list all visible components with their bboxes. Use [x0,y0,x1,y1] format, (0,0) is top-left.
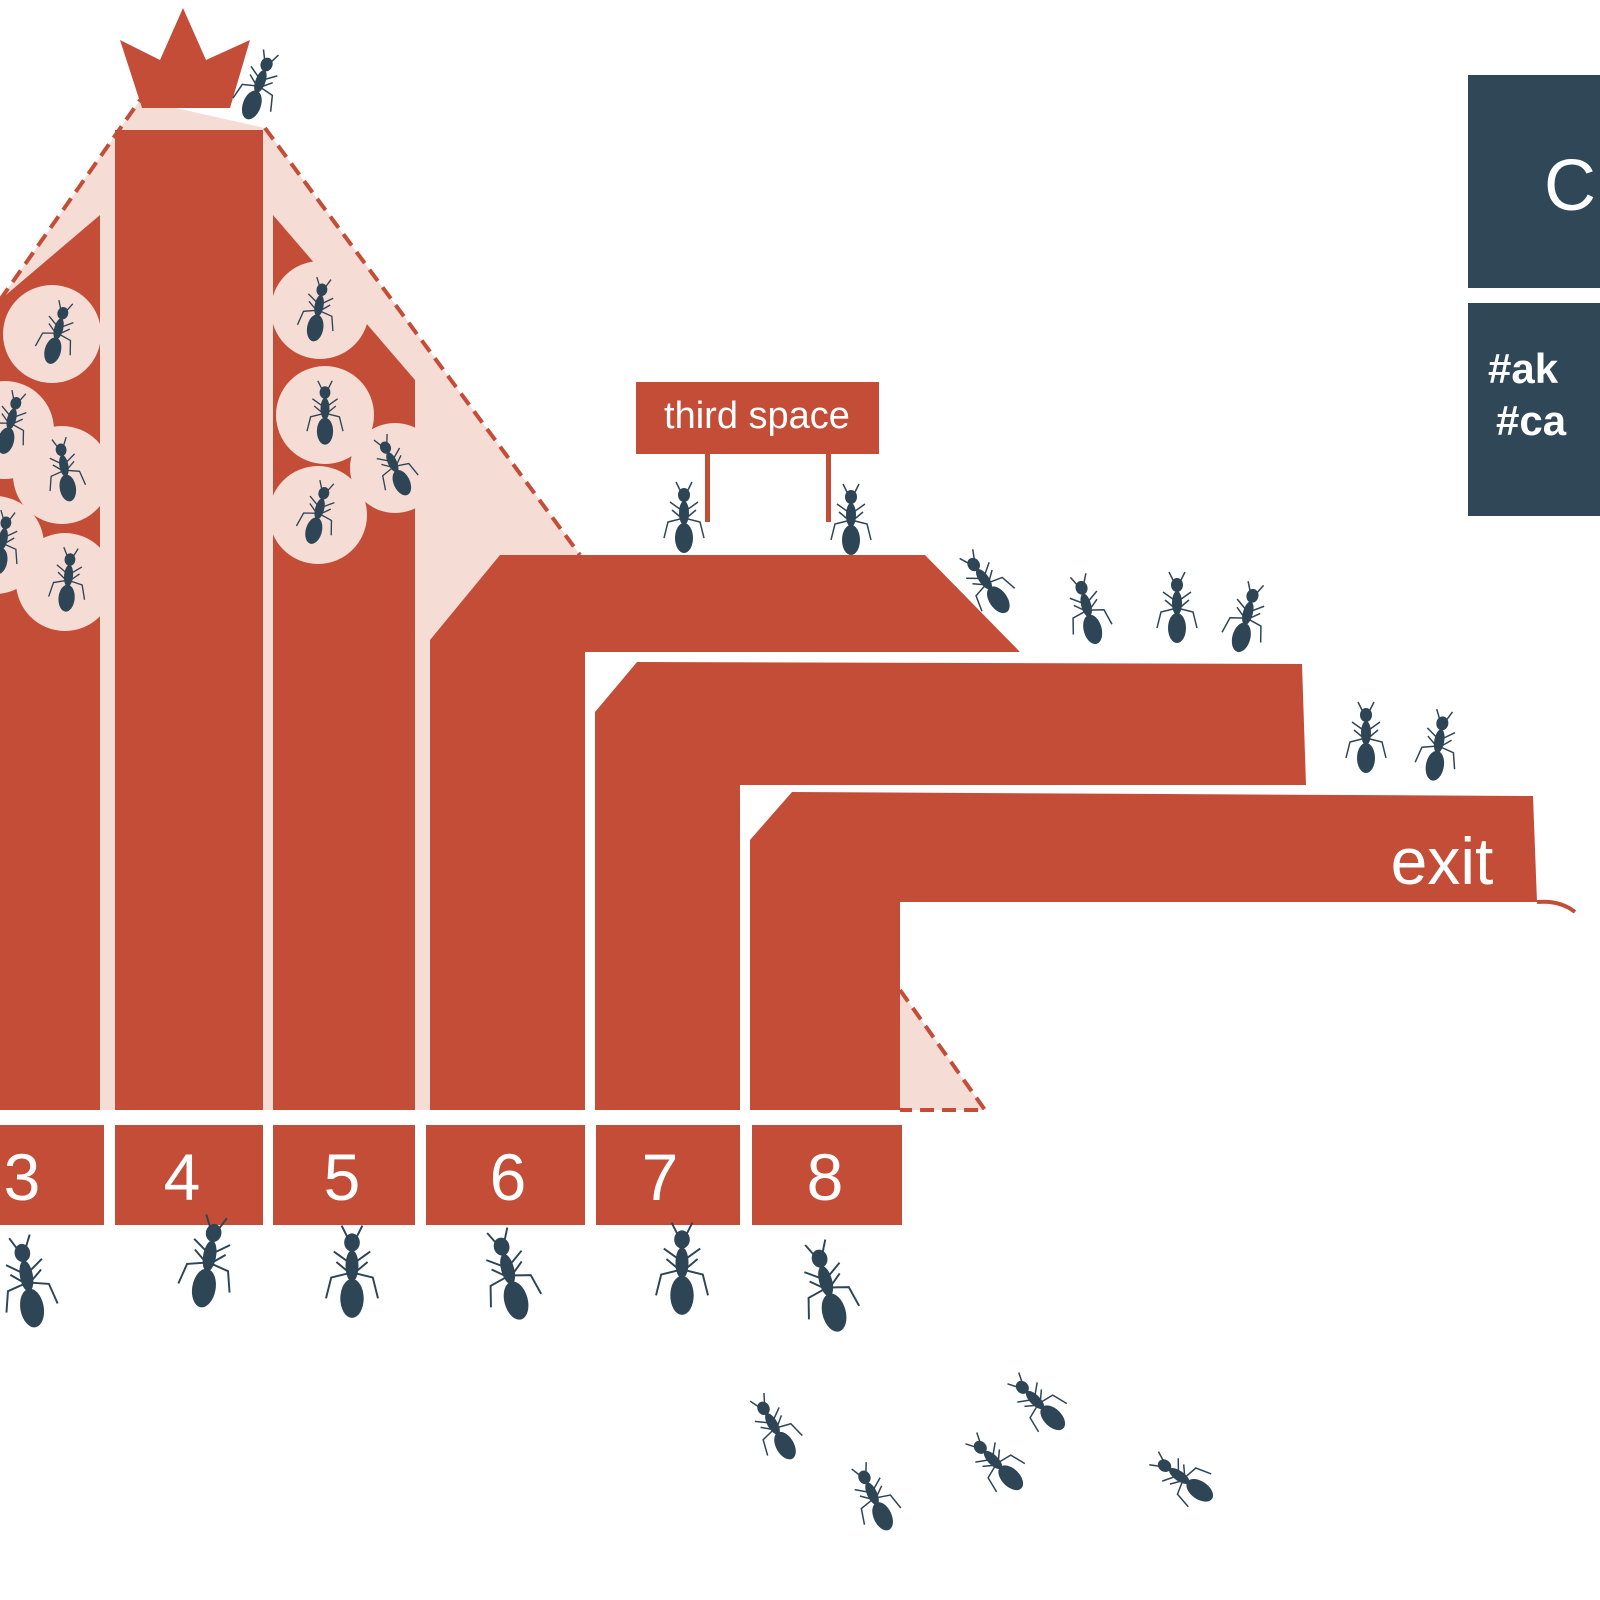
ant-icon [296,276,334,342]
info-panel-top: C [1468,75,1600,288]
ant-icon [325,1225,379,1318]
small-dashed [898,988,989,1112]
ant-icon [663,481,705,553]
column-label-7: 7 [642,1140,679,1214]
ant-icon [830,483,872,555]
ant-icon [1345,701,1387,773]
column-label-5: 5 [324,1140,361,1214]
column-7-bar [595,662,1306,1110]
ant-icon [5,1234,59,1328]
panel-top-text: C [1544,146,1596,226]
ant-icon [851,1462,902,1531]
ant-icon [965,1432,1026,1493]
info-panel-bottom: #ak #ca [1468,303,1600,516]
ant-icon [306,380,344,445]
ant-icon [0,509,18,575]
ant-icon [1414,708,1456,781]
ant-icon [48,547,86,612]
ant-icon [295,479,335,544]
ant-icon [34,299,74,364]
ants [0,49,1456,1531]
ant-icon [373,433,419,496]
panel-bottom-line2: #ca [1496,397,1567,444]
ant-icon [1149,1451,1214,1508]
column-label-8: 8 [807,1140,844,1214]
exit-label: exit [1391,824,1494,898]
third-space-sign: third space [636,382,879,522]
ant-icon [49,436,87,502]
ant-icon [959,549,1016,614]
ant-icon [804,1239,861,1332]
column-label-6: 6 [490,1140,527,1214]
column-8-bar [750,792,1537,1110]
ant-icon [655,1222,709,1315]
ant-icon [1069,573,1113,645]
pyramid-dashed-right [263,126,582,557]
column-4-bar [115,130,263,1110]
column-label-4: 4 [164,1140,201,1214]
ant-icon [486,1227,543,1320]
column-6-bar [430,555,1020,1110]
exit-trail [1536,899,1577,914]
third-space-label: third space [664,395,850,437]
ant-icon [1156,571,1198,643]
ant-icon [0,389,27,454]
crown-icon [120,8,250,108]
column-label-3: 3 [4,1140,41,1214]
ant-icon [232,49,280,120]
panel-bottom-line1: #ak [1488,345,1559,392]
ant-icon [1007,1372,1068,1433]
column-labels: 3 4 5 6 7 8 [0,1125,902,1225]
ant-icon [749,1393,803,1460]
ant-icon [177,1214,231,1308]
ant-icon [1221,581,1265,653]
